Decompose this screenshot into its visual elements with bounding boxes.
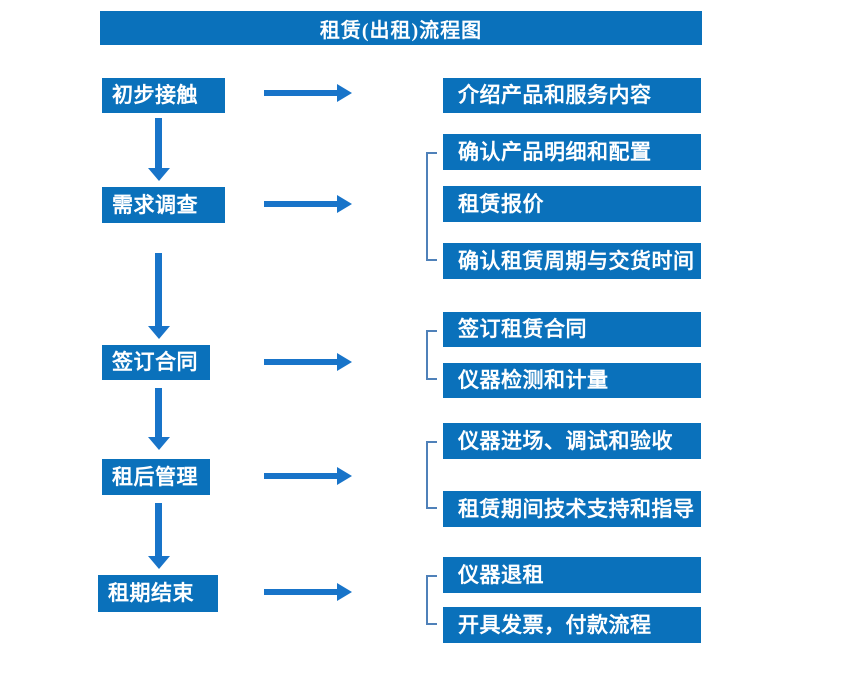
detail-box-rental-quote: 租赁报价 xyxy=(443,186,701,222)
right-arrow-4 xyxy=(264,467,352,485)
flowchart-title: 租赁(出租)流程图 xyxy=(100,11,702,45)
down-arrow-3 xyxy=(155,388,162,437)
detail-box-confirm-product-config: 确认产品明细和配置 xyxy=(443,134,701,170)
step-box-rental-end: 租期结束 xyxy=(98,575,218,612)
detail-box-instrument-setup-acceptance: 仪器进场、调试和验收 xyxy=(443,423,701,459)
group-bracket-rental-end xyxy=(426,575,437,625)
group-bracket-needs-survey xyxy=(426,152,437,261)
down-arrow-4 xyxy=(155,503,162,556)
step-box-sign-contract: 签订合同 xyxy=(102,345,210,380)
group-bracket-post-rental xyxy=(426,441,437,509)
detail-box-intro-products: 介绍产品和服务内容 xyxy=(443,78,701,113)
down-arrow-1 xyxy=(155,118,162,168)
detail-box-instrument-testing: 仪器检测和计量 xyxy=(443,363,701,398)
detail-box-sign-rental-contract: 签订租赁合同 xyxy=(443,312,701,347)
detail-box-invoice-payment: 开具发票，付款流程 xyxy=(443,607,701,643)
down-arrow-2 xyxy=(155,253,162,326)
right-arrow-5 xyxy=(264,583,352,601)
group-bracket-sign-contract xyxy=(426,330,437,380)
right-arrow-3 xyxy=(264,353,352,371)
step-box-initial-contact: 初步接触 xyxy=(102,78,225,113)
detail-box-confirm-rental-period: 确认租赁周期与交货时间 xyxy=(443,243,701,279)
right-arrow-2 xyxy=(264,195,352,213)
detail-box-tech-support: 租赁期间技术支持和指导 xyxy=(443,491,701,527)
step-box-needs-survey: 需求调查 xyxy=(102,187,225,223)
right-arrow-1 xyxy=(264,84,352,102)
step-box-post-rental-management: 租后管理 xyxy=(102,459,210,495)
detail-box-instrument-return: 仪器退租 xyxy=(443,557,701,593)
